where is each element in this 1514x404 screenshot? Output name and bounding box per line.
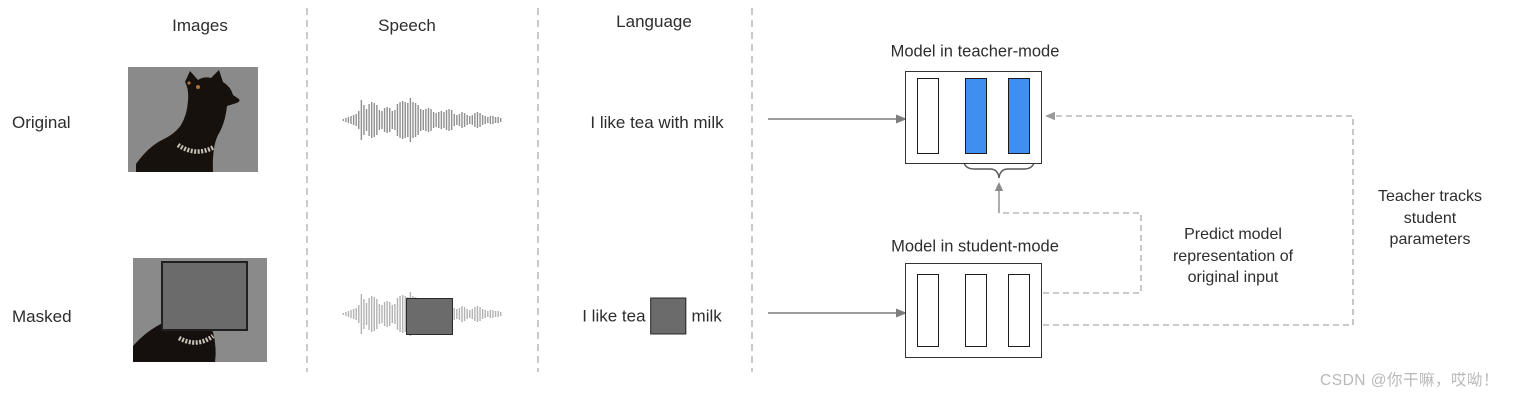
student-block-3: [1008, 274, 1030, 347]
predict-arrowhead: [994, 182, 1004, 191]
tracks-line-1: Teacher tracks: [1377, 188, 1483, 205]
teacher-block-target-2: [1008, 78, 1030, 154]
teacher-block-target-1: [965, 78, 987, 154]
language-sample-masked: I like tea milk: [582, 297, 722, 335]
student-model-title: Model in student-mode: [891, 237, 1059, 256]
speech-mask-block: [406, 298, 453, 335]
predict-annotation: Predict model representation of original…: [1173, 224, 1293, 289]
column-header-language: Language: [616, 12, 692, 31]
student-model-box: [905, 263, 1042, 358]
column-header-speech: Speech: [378, 16, 436, 35]
teacher-model-title: Model in teacher-mode: [890, 42, 1060, 61]
dog-photo-masked: [133, 258, 267, 362]
language-masked-suffix: milk: [691, 306, 722, 325]
column-header-images: Images: [172, 16, 228, 35]
row-label-masked: Masked: [12, 307, 72, 326]
tracks-arrowhead: [1045, 111, 1055, 121]
dog-silhouette: [136, 70, 240, 172]
student-block-2: [965, 274, 987, 347]
audio-waveform-original: [342, 98, 502, 142]
tracks-connector-path: [1043, 115, 1354, 326]
predict-line-3: original input: [1187, 269, 1279, 286]
row-label-original: Original: [12, 113, 71, 132]
csdn-watermark: CSDN @你干嘛，哎呦！: [1320, 372, 1499, 389]
teacher-block-unmasked: [917, 78, 939, 154]
dog-collar: [176, 143, 216, 154]
language-masked-prefix: I like tea: [582, 306, 646, 325]
tracks-line-2: student: [1403, 209, 1457, 227]
image-mask-block: [161, 261, 248, 331]
student-block-1: [917, 274, 939, 347]
language-mask-block: [650, 297, 687, 335]
tracks-annotation: Teacher tracks student parameters: [1378, 186, 1482, 251]
dog-collar: [177, 334, 215, 345]
predict-line-1: Predict model: [1184, 226, 1282, 243]
dog-photo-original: [128, 67, 258, 172]
language-sample-original: I like tea with milk: [590, 113, 724, 132]
tracks-line-3: parameters: [1389, 231, 1471, 248]
predict-line-2: representation of: [1172, 247, 1294, 265]
teacher-model-box: [905, 71, 1042, 164]
